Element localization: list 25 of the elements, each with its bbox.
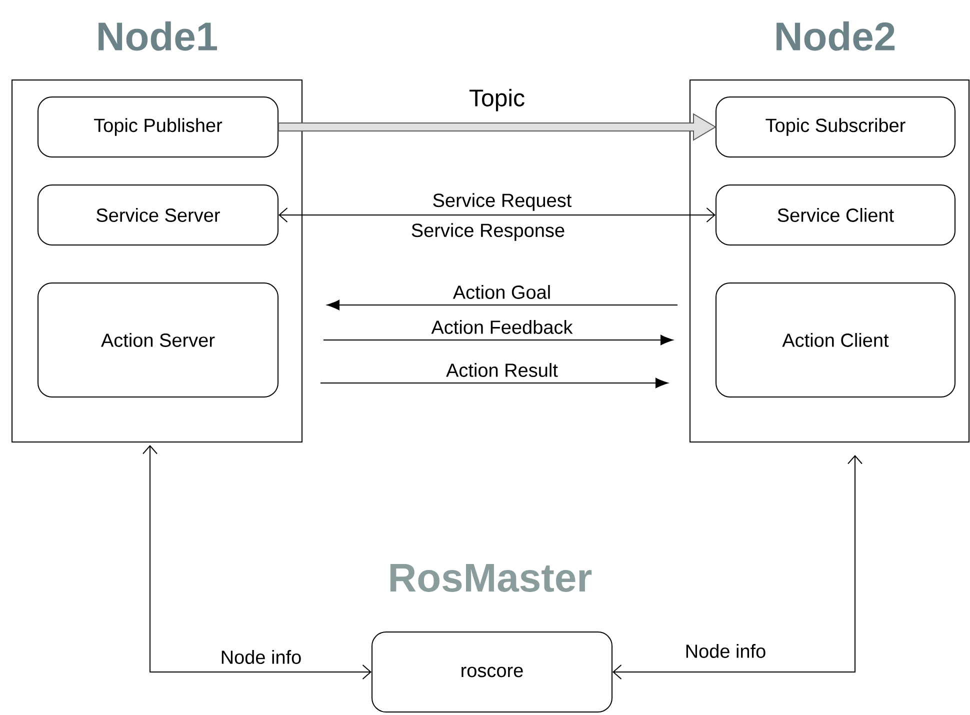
node-heading: Node1	[98, 21, 217, 51]
arrow	[142, 445, 372, 680]
process-box: Topic Publisher	[38, 96, 278, 158]
edge-label: Topic	[468, 88, 526, 112]
edge-label: Node info	[219, 649, 303, 665]
node-heading: Node2	[776, 21, 895, 51]
arrow	[323, 334, 674, 346]
arrow	[612, 455, 862, 680]
edge-label: Service Request	[431, 192, 573, 212]
arrow	[326, 300, 678, 310]
edge-label: Action Goal	[452, 284, 552, 300]
node-heading: RosMaster	[390, 564, 592, 592]
process-box: Service Client	[716, 184, 956, 246]
process-box: Service Server	[38, 184, 278, 246]
arrow	[320, 378, 668, 388]
edge-label: Action Feedback	[430, 319, 574, 335]
edge-label: Node info	[684, 643, 768, 659]
process-box: Topic Subscriber	[716, 96, 956, 158]
process-box: Action Client	[716, 282, 956, 398]
process-box: Action Server	[38, 282, 278, 398]
text-label: Service Response	[410, 222, 566, 242]
process-box: roscore	[372, 632, 612, 712]
edge-label: Action Result	[445, 362, 559, 378]
arrow	[278, 208, 716, 222]
arrow	[278, 113, 716, 141]
